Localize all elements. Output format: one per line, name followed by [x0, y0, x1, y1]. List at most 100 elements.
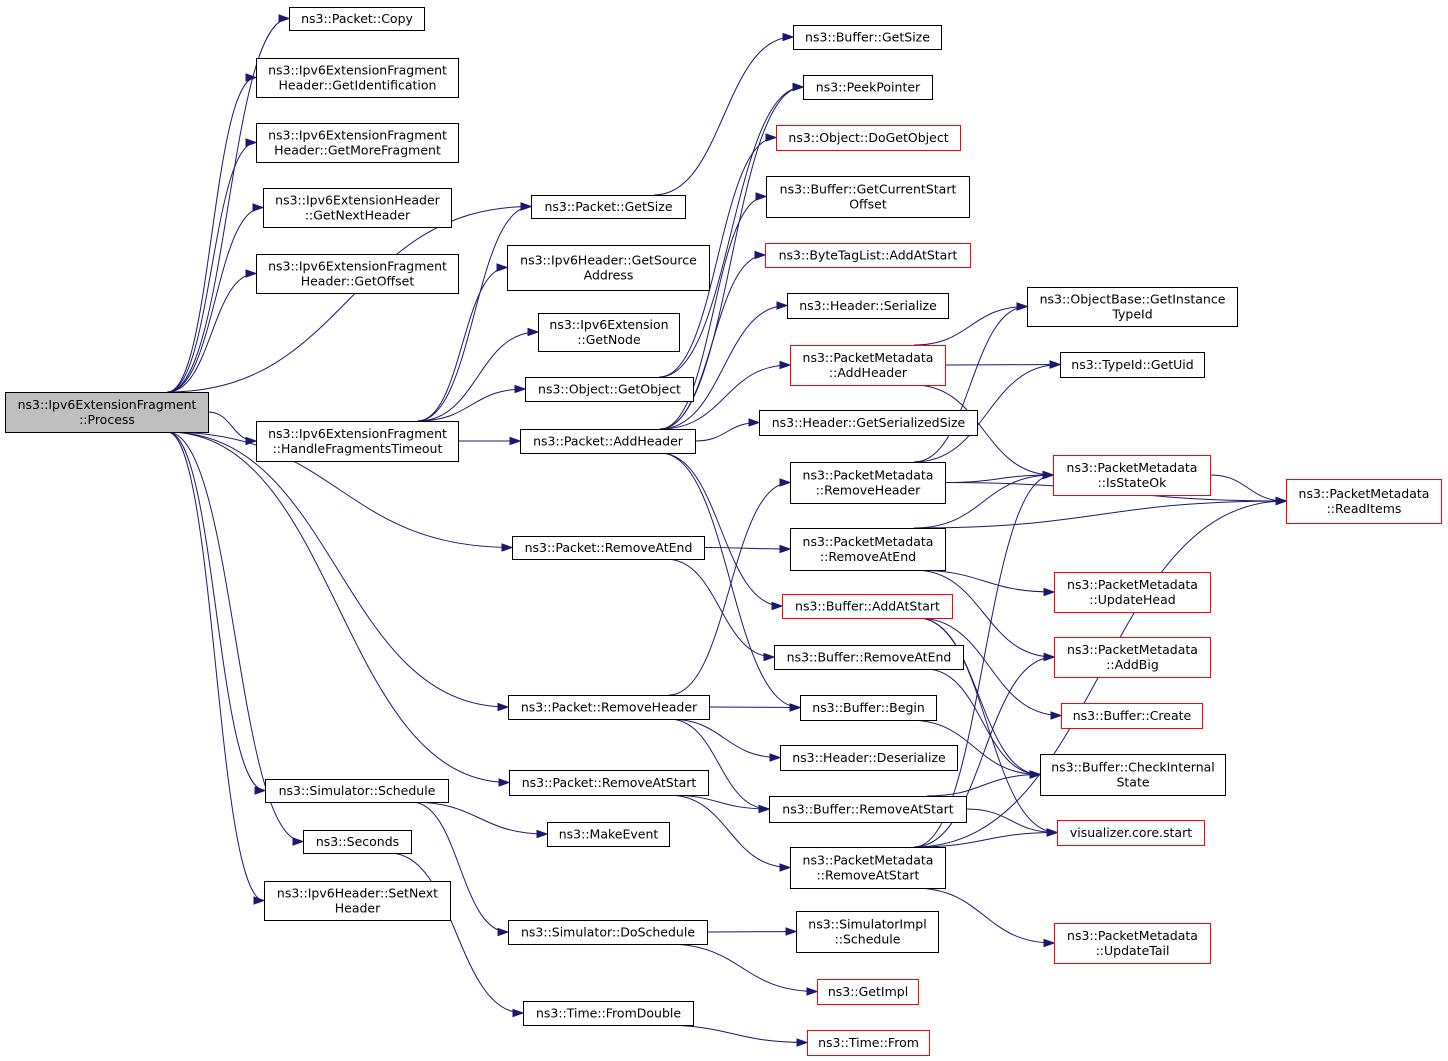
node-makeevent[interactable]: ns3::MakeEvent	[547, 822, 670, 847]
node-label: ns3::Object::GetObject	[538, 382, 681, 397]
node-label: ns3::Buffer::Create	[1073, 708, 1192, 723]
node-getimpl[interactable]: ns3::GetImpl	[817, 979, 919, 1005]
node-isstateok[interactable]: ns3::PacketMetadata::IsStateOk	[1053, 455, 1211, 496]
node-handlefrag[interactable]: ns3::Ipv6ExtensionFragment::HandleFragme…	[256, 421, 459, 462]
node-timefrom[interactable]: ns3::Time::From	[807, 1030, 930, 1056]
edge-arrowhead	[496, 263, 509, 272]
edge-arrowhead	[1043, 938, 1056, 948]
node-label: ns3::Packet::RemoveAtEnd	[525, 540, 693, 555]
node-bufremoveatstart[interactable]: ns3::Buffer::RemoveAtStart	[769, 796, 967, 823]
node-box	[1054, 923, 1211, 964]
node-label: ns3::Ipv6Header::GetSource	[520, 253, 697, 268]
node-peekpointer[interactable]: ns3::PeekPointer	[803, 75, 933, 100]
node-label: ns3::PacketMetadata	[803, 853, 934, 868]
node-copy[interactable]: ns3::Packet::Copy	[289, 7, 425, 31]
node-typeidgetuid[interactable]: ns3::TypeId::GetUid	[1060, 352, 1205, 378]
edge-process-to-getmorefrag	[167, 142, 257, 393]
node-removeheader[interactable]: ns3::Packet::RemoveHeader	[508, 695, 710, 720]
node-box	[803, 75, 933, 100]
node-bufgetsize[interactable]: ns3::Buffer::GetSize	[793, 25, 942, 50]
edge-arrowhead	[1042, 470, 1055, 480]
node-hdrserialize[interactable]: ns3::Header::Serialize	[787, 293, 949, 319]
node-box	[303, 830, 412, 854]
edge-arrowhead	[779, 360, 792, 370]
node-box	[1286, 479, 1442, 524]
node-dogetobject[interactable]: ns3::Object::DoGetObject	[776, 125, 961, 151]
node-label: ns3::TypeId::GetUid	[1071, 357, 1193, 372]
node-removeatend[interactable]: ns3::Packet::RemoveAtEnd	[512, 536, 705, 560]
node-label: ns3::Buffer::RemoveAtEnd	[787, 650, 952, 665]
node-label: Header::GetMoreFragment	[274, 143, 441, 158]
node-getmorefrag[interactable]: ns3::Ipv6ExtensionFragmentHeader::GetMor…	[256, 123, 459, 163]
node-fromdouble[interactable]: ns3::Time::FromDouble	[523, 1001, 694, 1026]
edge-arrowhead	[278, 14, 291, 23]
edge-arrowhead	[520, 202, 533, 211]
node-pmremoveatstart[interactable]: ns3::PacketMetadata::RemoveAtStart	[790, 847, 946, 889]
edge-arrowhead	[245, 138, 258, 147]
node-box	[289, 7, 425, 31]
edge-handlefrag-to-getsrcaddr	[417, 267, 508, 422]
node-pmremoveheader[interactable]: ns3::PacketMetadata::RemoveHeader	[790, 462, 946, 504]
node-label: ns3::Time::FromDouble	[536, 1006, 681, 1021]
edge-bufremoveatstart-to-checkinternal	[926, 774, 1041, 797]
node-hdrdeserialize[interactable]: ns3::Header::Deserialize	[780, 745, 958, 771]
edge-bufremoveatstart-to-vizstart	[965, 808, 1058, 833]
node-getoffset[interactable]: ns3::Ipv6ExtensionFragmentHeader::GetOff…	[256, 254, 459, 294]
node-box	[509, 770, 709, 796]
node-bufcreate[interactable]: ns3::Buffer::Create	[1061, 703, 1203, 729]
node-getnexthdr[interactable]: ns3::Ipv6ExtensionHeader::GetNextHeader	[263, 188, 452, 228]
edge-bufbegin-to-checkinternal	[908, 719, 1041, 775]
node-getobject[interactable]: ns3::Object::GetObject	[525, 377, 694, 402]
edge-doschedule-to-simimplschedule	[706, 931, 797, 933]
node-label: ns3::Header::GetSerializedSize	[772, 415, 966, 430]
node-box	[800, 695, 937, 721]
node-readitems[interactable]: ns3::PacketMetadata::ReadItems	[1286, 479, 1442, 524]
edge-process-to-handlefrag	[207, 411, 257, 442]
node-getnode[interactable]: ns3::Ipv6Extension::GetNode	[538, 313, 680, 352]
node-removeatstart[interactable]: ns3::Packet::RemoveAtStart	[509, 770, 709, 796]
node-bytetag[interactable]: ns3::ByteTagList::AddAtStart	[765, 243, 971, 268]
edge-removeheader-to-pmremoveheader	[668, 482, 791, 696]
edge-pmaddheader-to-getinsttypeid	[913, 306, 1028, 346]
node-updatetail[interactable]: ns3::PacketMetadata::UpdateTail	[1054, 923, 1211, 964]
edge-pmremoveatstart-to-isstateok	[913, 474, 1054, 848]
edge-process-to-seconds	[167, 431, 304, 842]
edge-arrowhead	[782, 32, 795, 42]
node-label: ::RemoveAtStart	[817, 868, 920, 883]
edge-addheader-to-bytetag	[659, 254, 766, 430]
edge-arrowhead	[1043, 587, 1056, 597]
node-box	[256, 58, 459, 98]
node-addheader[interactable]: ns3::Packet::AddHeader	[520, 429, 696, 454]
edge-schedule-to-makeevent	[411, 801, 548, 835]
edge-handlefrag-to-getobject	[417, 388, 526, 422]
edge-addheader-to-bufaddatstart	[659, 452, 783, 607]
node-label: ns3::Packet::Copy	[301, 11, 413, 26]
node-updatehead[interactable]: ns3::PacketMetadata::UpdateHead	[1054, 572, 1211, 613]
node-bufremoveatend[interactable]: ns3::Buffer::RemoveAtEnd	[774, 645, 964, 670]
node-label: ns3::Ipv6ExtensionHeader	[275, 193, 441, 208]
node-addbig[interactable]: ns3::PacketMetadata::AddBig	[1054, 637, 1211, 678]
node-pmremoveatend[interactable]: ns3::PacketMetadata::RemoveAtEnd	[790, 528, 946, 571]
node-getident[interactable]: ns3::Ipv6ExtensionFragmentHeader::GetIde…	[256, 58, 459, 98]
node-bufaddatstart[interactable]: ns3::Buffer::AddAtStart	[782, 594, 953, 619]
node-pmaddheader[interactable]: ns3::PacketMetadata::AddHeader	[790, 345, 946, 386]
node-label: ns3::Buffer::GetCurrentStart	[780, 182, 957, 197]
node-label: ns3::Seconds	[316, 834, 399, 849]
node-getserialsize[interactable]: ns3::Header::GetSerializedSize	[759, 410, 978, 436]
node-bufbegin[interactable]: ns3::Buffer::Begin	[800, 695, 937, 721]
node-doschedule[interactable]: ns3::Simulator::DoSchedule	[508, 920, 708, 945]
node-label: ns3::Time::From	[818, 1035, 919, 1050]
node-pktgetsize[interactable]: ns3::Packet::GetSize	[531, 195, 686, 219]
edge-removeheader-to-bufremoveatstart	[668, 718, 770, 810]
node-simimplschedule[interactable]: ns3::SimulatorImpl::Schedule	[796, 911, 939, 953]
node-vizstart[interactable]: visualizer.core.start	[1057, 820, 1205, 846]
node-seconds[interactable]: ns3::Seconds	[303, 830, 412, 854]
node-label: ::Process	[79, 412, 135, 427]
node-label: ns3::PacketMetadata	[803, 534, 934, 549]
node-schedule[interactable]: ns3::Simulator::Schedule	[265, 779, 449, 803]
